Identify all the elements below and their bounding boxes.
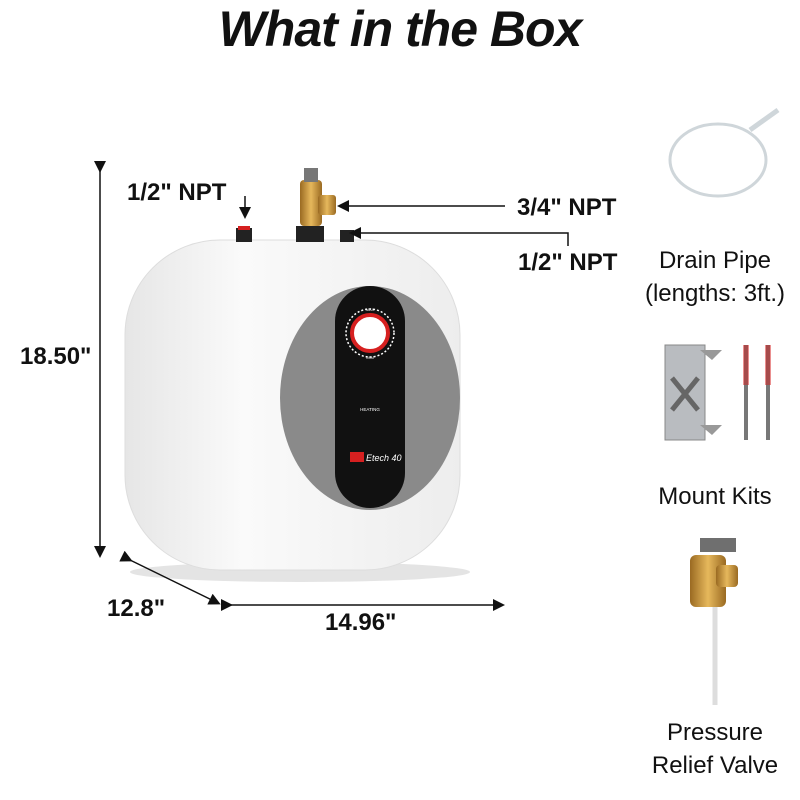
brand-logo: [350, 452, 364, 462]
pressure-relief-label-1: Pressure: [666, 719, 764, 746]
temperature-knob: [350, 313, 390, 353]
depth-dimension: 12.8": [107, 595, 166, 622]
mount-kits-label: Mount Kits: [658, 483, 772, 510]
pressure-relief-label-2: Relief Valve: [651, 752, 779, 779]
page-title: What in the Box: [218, 1, 583, 57]
mount-kit-image: [664, 344, 771, 441]
left-inlet-label: 1/2" NPT: [127, 179, 227, 206]
valve-port-label: 3/4" NPT: [517, 194, 617, 221]
inlet-fitting: [236, 228, 252, 242]
knob-max-label: MAX: [366, 307, 375, 312]
outlet-fitting: [340, 230, 354, 242]
pressure-relief-valve-image: [690, 538, 738, 705]
height-dimension: 18.50": [20, 343, 92, 370]
valve-on-heater: [300, 168, 336, 226]
drain-pipe-length: (lengths: 3ft.): [644, 280, 786, 307]
drain-pipe-label: Drain Pipe: [658, 247, 772, 274]
right-outlet-label: 1/2" NPT: [518, 249, 618, 276]
drain-pipe-image: [668, 107, 780, 198]
dimension-lines: [94, 161, 569, 611]
model-name: Etech 40: [366, 453, 402, 463]
heating-indicator: HEATING: [360, 407, 380, 412]
width-dimension: 14.96": [325, 609, 397, 636]
knob-min-label: MIN: [366, 355, 373, 360]
